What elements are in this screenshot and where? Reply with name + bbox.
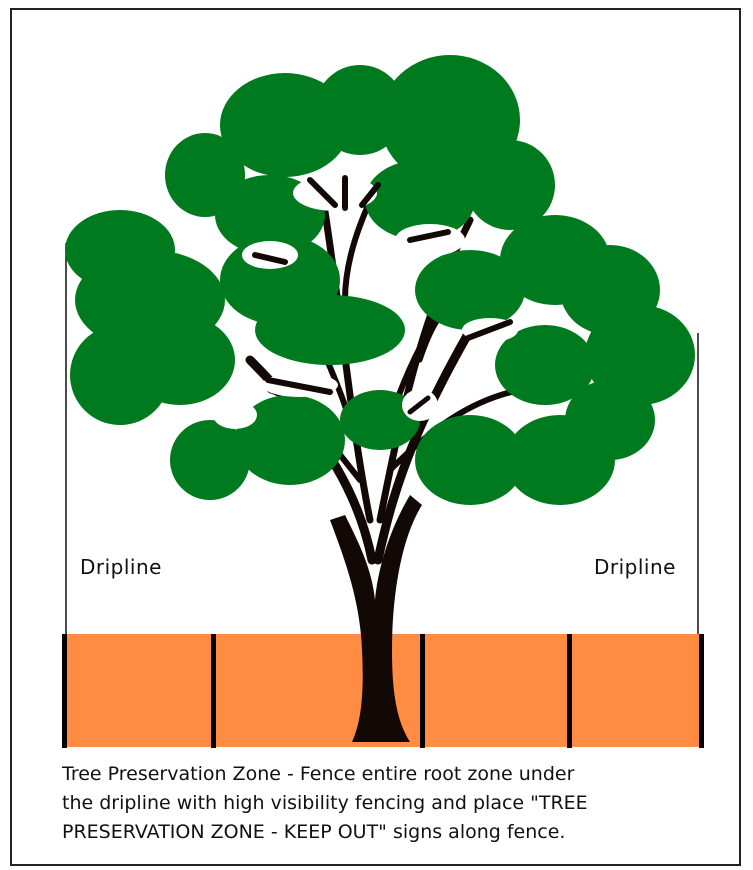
- fence-post: [699, 634, 704, 748]
- dripline-right-label: Dripline: [594, 555, 676, 579]
- fence-post: [211, 634, 216, 748]
- caption-line: Tree Preservation Zone - Fence entire ro…: [62, 760, 722, 789]
- fence-post: [420, 634, 425, 748]
- caption: Tree Preservation Zone - Fence entire ro…: [62, 760, 722, 847]
- fence-post: [62, 634, 67, 748]
- tree-foliage: [65, 55, 695, 505]
- fence-post: [567, 634, 572, 748]
- caption-line: PRESERVATION ZONE - KEEP OUT" signs alon…: [62, 818, 722, 847]
- dripline-left-label: Dripline: [80, 555, 162, 579]
- caption-line: the dripline with high visibility fencin…: [62, 789, 722, 818]
